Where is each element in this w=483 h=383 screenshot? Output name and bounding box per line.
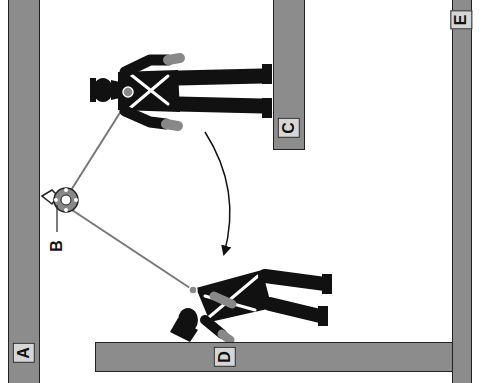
wall-bar: A [8,0,40,383]
lanyard [68,100,190,288]
fall-arrow [205,132,230,254]
part-letter: C [277,118,299,138]
floor-bar: D [95,342,455,372]
worker-standing [90,58,272,126]
callout-letter: B [48,238,66,254]
part-letter: A [12,343,34,363]
leader-line [56,205,57,232]
wall-bar: E [452,0,472,383]
part-letter: D [213,347,235,367]
part-letter: E [450,10,472,29]
platform-bar: C [273,0,305,150]
anchor-swivel [42,188,78,212]
worker-fallen [170,270,332,342]
